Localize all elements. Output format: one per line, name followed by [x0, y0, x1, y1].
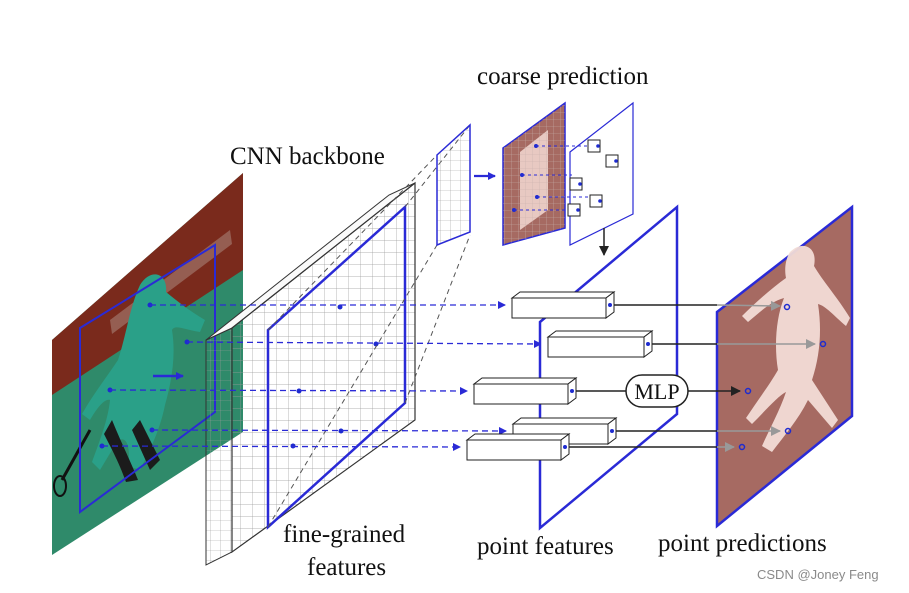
features-label: features [307, 554, 387, 581]
projection-lines [267, 124, 471, 528]
feature-vector [546, 330, 654, 358]
coarse-grid-panel [436, 123, 471, 247]
feature-vector [465, 433, 571, 461]
point-predictions-label: point predictions [658, 530, 827, 557]
feature-vector [510, 291, 616, 319]
point-features-label: point features [477, 533, 614, 560]
point-features-plane [538, 204, 679, 531]
fine-grained-label: fine-grained [283, 521, 406, 548]
mlp-node: MLP [625, 374, 689, 408]
feature-vector [472, 377, 578, 405]
point-feature-vectors [465, 291, 654, 461]
coarse-mask-panel [502, 101, 566, 246]
output-arrows [569, 300, 816, 452]
watermark: CSDN @Joney Feng [757, 567, 879, 582]
coarse-points-panel [514, 101, 634, 246]
mlp-label: MLP [634, 379, 679, 404]
sampling-lines [101, 301, 542, 451]
cnn-backbone-label: CNN backbone [230, 143, 385, 170]
input-image [52, 173, 243, 555]
coarse-prediction-label: coarse prediction [477, 63, 649, 90]
point-predictions-plane [715, 204, 854, 529]
